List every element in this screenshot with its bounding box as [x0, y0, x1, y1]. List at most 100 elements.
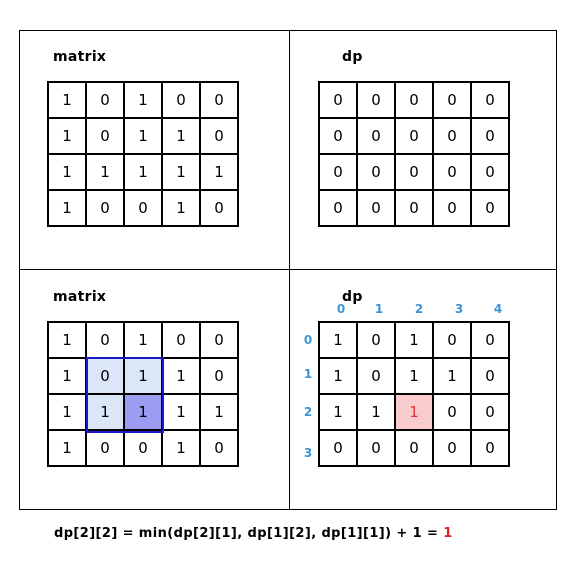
- matrix-cell-highlighted: 1: [123, 357, 163, 395]
- matrix-cell: 1: [161, 429, 201, 467]
- dp-cell: 0: [394, 189, 434, 227]
- row-index: 1: [303, 367, 313, 381]
- dp-cell: 0: [356, 321, 396, 359]
- table-row: 1 0 0 1 0: [47, 189, 239, 227]
- matrix-cell: 1: [47, 153, 87, 191]
- matrix-cell: 0: [85, 321, 125, 359]
- dp-cell: 0: [356, 429, 396, 467]
- matrix-cell: 0: [123, 429, 163, 467]
- matrix-cell: 1: [47, 189, 87, 227]
- dp-cell: 0: [394, 153, 434, 191]
- col-index: 0: [336, 302, 346, 316]
- table-row: 1 0 1 0 0: [318, 321, 510, 359]
- matrix-cell: 1: [199, 393, 239, 431]
- matrix-cell: 0: [85, 117, 125, 155]
- table-row: 1 1 1 1 1: [47, 393, 239, 431]
- table-row: 1 0 1 1 0: [47, 357, 239, 395]
- table-row: 0 0 0 0 0: [318, 189, 510, 227]
- matrix-cell-highlighted: 1: [85, 393, 125, 431]
- dp-cell: 0: [318, 81, 358, 119]
- matrix-cell: 0: [199, 321, 239, 359]
- col-index: 2: [414, 302, 424, 316]
- dp-cell: 0: [470, 321, 510, 359]
- matrix-cell: 1: [47, 321, 87, 359]
- formula: dp[2][2] = min(dp[2][1], dp[1][2], dp[1]…: [54, 526, 453, 541]
- matrix-cell: 1: [85, 153, 125, 191]
- matrix-cell: 1: [47, 393, 87, 431]
- dp-cell: 1: [318, 357, 358, 395]
- dp-cell: 0: [356, 81, 396, 119]
- matrix-cell: 0: [199, 81, 239, 119]
- col-index: 3: [454, 302, 464, 316]
- matrix-cell: 0: [199, 357, 239, 395]
- matrix-cell: 0: [199, 117, 239, 155]
- dp-cell: 0: [318, 153, 358, 191]
- dp-cell: 0: [432, 429, 472, 467]
- vertical-divider: [289, 30, 290, 510]
- matrix-cell: 0: [161, 321, 201, 359]
- table-row: 0 0 0 0 0: [318, 429, 510, 467]
- dp-cell: 0: [432, 81, 472, 119]
- row-index: 2: [303, 405, 313, 419]
- dp-cell: 1: [356, 393, 396, 431]
- dp-cell-current: 1: [394, 393, 434, 431]
- dp-cell: 0: [470, 393, 510, 431]
- table-row: 1 0 1 1 0: [47, 117, 239, 155]
- table-row: 0 0 0 0 0: [318, 81, 510, 119]
- matrix-cell: 0: [85, 189, 125, 227]
- matrix-cell: 1: [47, 357, 87, 395]
- dp-cell: 0: [356, 153, 396, 191]
- matrix-cell: 1: [123, 117, 163, 155]
- row-index: 3: [303, 446, 313, 460]
- dp-cell: 0: [356, 357, 396, 395]
- dp-cell: 0: [470, 81, 510, 119]
- dp-cell: 1: [318, 393, 358, 431]
- dp-cell: 0: [394, 81, 434, 119]
- dp-cell: 0: [394, 117, 434, 155]
- matrix-title-top: matrix: [53, 49, 107, 65]
- table-row: 0 0 0 0 0: [318, 153, 510, 191]
- dp-cell: 0: [318, 429, 358, 467]
- matrix-cell: 1: [199, 153, 239, 191]
- table-row: 1 0 1 1 0: [318, 357, 510, 395]
- matrix-cell: 0: [85, 81, 125, 119]
- diagram-frame: [19, 30, 557, 510]
- dp-cell: 1: [432, 357, 472, 395]
- col-index: 1: [374, 302, 384, 316]
- dp-cell: 0: [356, 117, 396, 155]
- matrix-cell: 1: [123, 321, 163, 359]
- matrix-cell-highlighted: 0: [85, 357, 125, 395]
- table-row: 0 0 0 0 0: [318, 117, 510, 155]
- matrix-cell: 0: [85, 429, 125, 467]
- table-row: 1 0 0 1 0: [47, 429, 239, 467]
- dp-cell: 1: [318, 321, 358, 359]
- matrix-cell: 1: [123, 81, 163, 119]
- dp-title-top: dp: [342, 49, 363, 65]
- dp-title-bottom: dp: [342, 289, 363, 305]
- matrix-cell: 1: [47, 117, 87, 155]
- dp-cell: 0: [394, 429, 434, 467]
- matrix-grid-top: 1 0 1 0 0 1 0 1 1 0 1 1 1 1 1 1 0 0 1 0: [47, 81, 239, 227]
- formula-expression: dp[2][2] = min(dp[2][1], dp[1][2], dp[1]…: [54, 526, 444, 541]
- table-row: 1 1 1 1 1: [47, 153, 239, 191]
- matrix-title-bottom: matrix: [53, 289, 107, 305]
- dp-grid-bottom: 1 0 1 0 0 1 0 1 1 0 1 1 1 0 0 0 0 0 0 0: [318, 321, 510, 467]
- dp-cell: 0: [470, 357, 510, 395]
- dp-cell: 0: [432, 153, 472, 191]
- matrix-cell: 0: [199, 189, 239, 227]
- table-row: 1 0 1 0 0: [47, 81, 239, 119]
- dp-cell: 0: [432, 393, 472, 431]
- matrix-cell: 1: [161, 357, 201, 395]
- row-index: 0: [303, 333, 313, 347]
- dp-cell: 1: [394, 321, 434, 359]
- dp-cell: 0: [432, 189, 472, 227]
- table-row: 1 0 1 0 0: [47, 321, 239, 359]
- col-index: 4: [493, 302, 503, 316]
- table-row: 1 1 1 0 0: [318, 393, 510, 431]
- formula-result: 1: [443, 526, 453, 541]
- dp-cell: 0: [432, 321, 472, 359]
- matrix-cell: 1: [123, 153, 163, 191]
- dp-cell: 0: [432, 117, 472, 155]
- dp-cell: 0: [470, 189, 510, 227]
- matrix-cell-current: 1: [123, 393, 163, 431]
